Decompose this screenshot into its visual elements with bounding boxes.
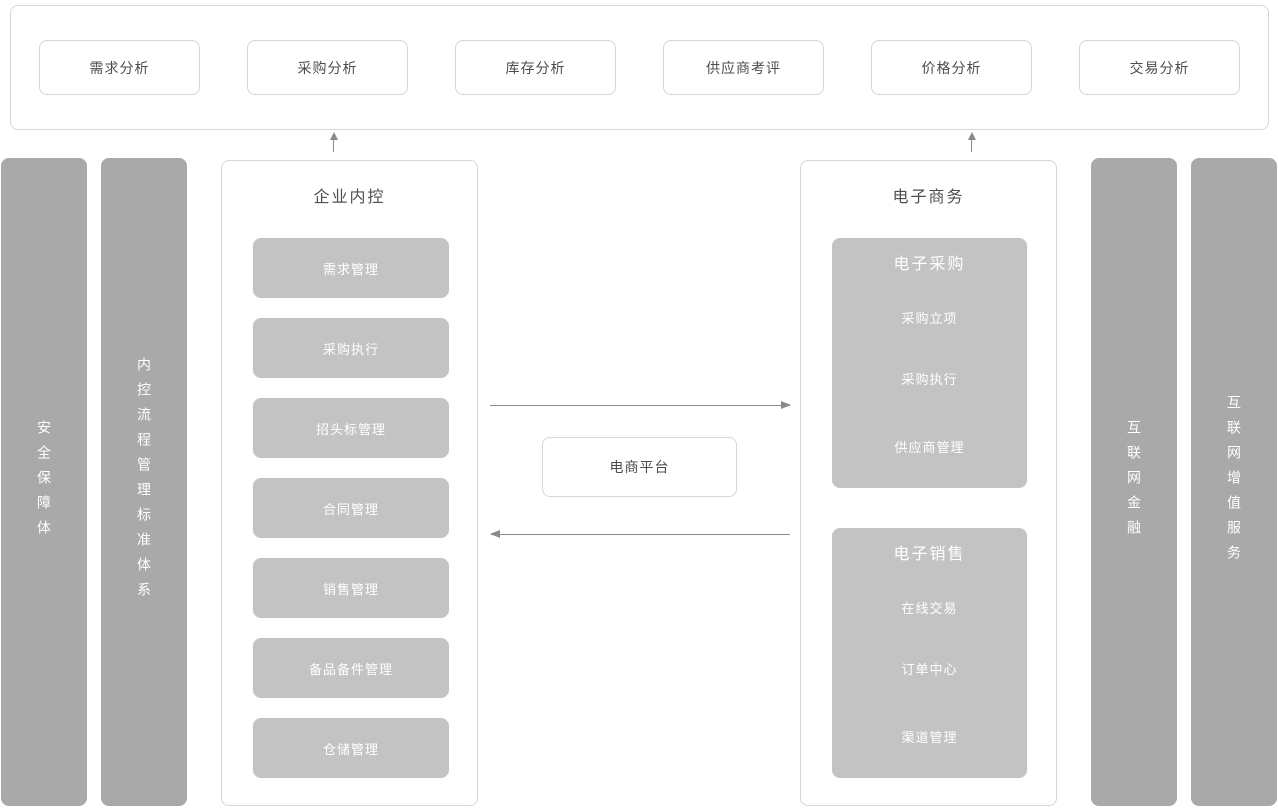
- ecommerce-box: 电子商务 电子采购 采购立项 采购执行 供应商管理 电子销售 在线交易 订单中心…: [800, 160, 1057, 806]
- bar-security-assurance: 安全保障体: [1, 158, 87, 806]
- group-e-sales: 电子销售 在线交易 订单中心 渠道管理: [832, 528, 1027, 778]
- node-bidding-management: 招头标管理: [253, 398, 449, 458]
- node-procurement-analysis: 采购分析: [247, 40, 408, 95]
- ecommerce-title: 电子商务: [892, 189, 965, 206]
- node-order-center: 订单中心: [901, 662, 958, 677]
- bar-internet-value-added-services: 互联网增值服务: [1191, 158, 1277, 806]
- bar-internal-control-standards: 内控流程管理标准体系: [101, 158, 187, 806]
- arrow-to-internal-control: [490, 530, 790, 538]
- node-spare-parts-management: 备品备件管理: [253, 638, 449, 698]
- group-e-sales-title: 电子销售: [893, 546, 966, 563]
- node-online-trading: 在线交易: [901, 601, 958, 616]
- node-contract-management: 合同管理: [253, 478, 449, 538]
- node-demand-management: 需求管理: [253, 238, 449, 298]
- internal-control-title: 企业内控: [313, 189, 386, 206]
- node-price-analysis: 价格分析: [871, 40, 1032, 95]
- node-supplier-management: 供应商管理: [894, 440, 965, 455]
- up-arrow-right: [967, 132, 976, 152]
- node-warehouse-management: 仓储管理: [253, 718, 449, 778]
- arrow-to-ecommerce: [490, 401, 791, 409]
- node-channel-management: 渠道管理: [901, 730, 958, 745]
- node-procurement-execution-ec: 采购执行: [901, 372, 958, 387]
- node-procurement-execution: 采购执行: [253, 318, 449, 378]
- up-arrow-left: [329, 132, 338, 152]
- bar-internet-finance-label: 互联网金融: [1126, 419, 1142, 545]
- node-transaction-analysis: 交易分析: [1079, 40, 1240, 95]
- bar-security-assurance-label: 安全保障体: [36, 419, 52, 545]
- analysis-panel: 需求分析 采购分析 库存分析 供应商考评 价格分析 交易分析: [10, 5, 1269, 130]
- node-procurement-initiation: 采购立项: [901, 311, 958, 326]
- group-e-procurement: 电子采购 采购立项 采购执行 供应商管理: [832, 238, 1027, 488]
- node-ecommerce-platform: 电商平台: [542, 437, 737, 497]
- node-inventory-analysis: 库存分析: [455, 40, 616, 95]
- node-sales-management: 销售管理: [253, 558, 449, 618]
- group-e-procurement-title: 电子采购: [893, 256, 966, 273]
- node-supplier-evaluation: 供应商考评: [663, 40, 824, 95]
- internal-control-box: 企业内控 需求管理 采购执行 招头标管理 合同管理 销售管理 备品备件管理 仓储…: [221, 160, 478, 806]
- bar-internet-finance: 互联网金融: [1091, 158, 1177, 806]
- bar-internet-value-added-services-label: 互联网增值服务: [1226, 394, 1242, 570]
- bar-internal-control-standards-label: 内控流程管理标准体系: [136, 357, 152, 607]
- node-demand-analysis: 需求分析: [39, 40, 200, 95]
